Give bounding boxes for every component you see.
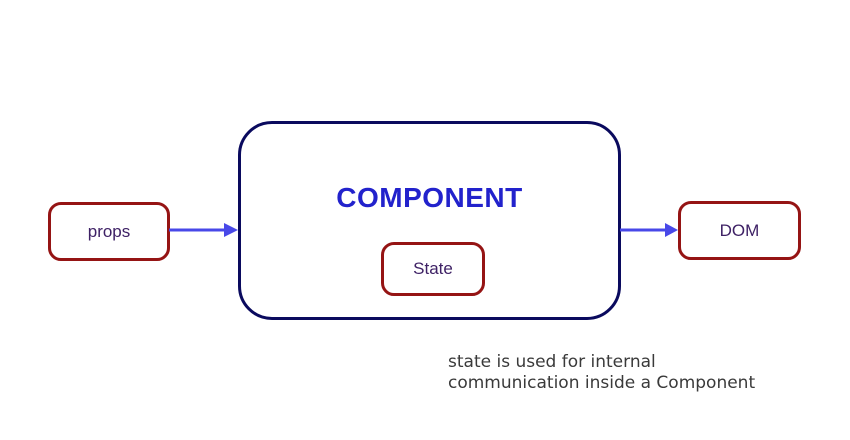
props-to-component-arrow-icon [169,223,238,237]
component-to-dom-arrow-icon [620,223,678,237]
node-dom-label: DOM [719,220,760,240]
node-state: State [381,242,485,296]
node-dom: DOM [678,201,801,260]
node-state-label: State [413,259,453,278]
component-box: COMPONENT State [238,121,621,320]
caption-text: state is used for internal communication… [448,352,756,393]
node-props: props [48,202,170,261]
component-title: COMPONENT [336,182,523,213]
node-props-label: props [87,221,131,241]
